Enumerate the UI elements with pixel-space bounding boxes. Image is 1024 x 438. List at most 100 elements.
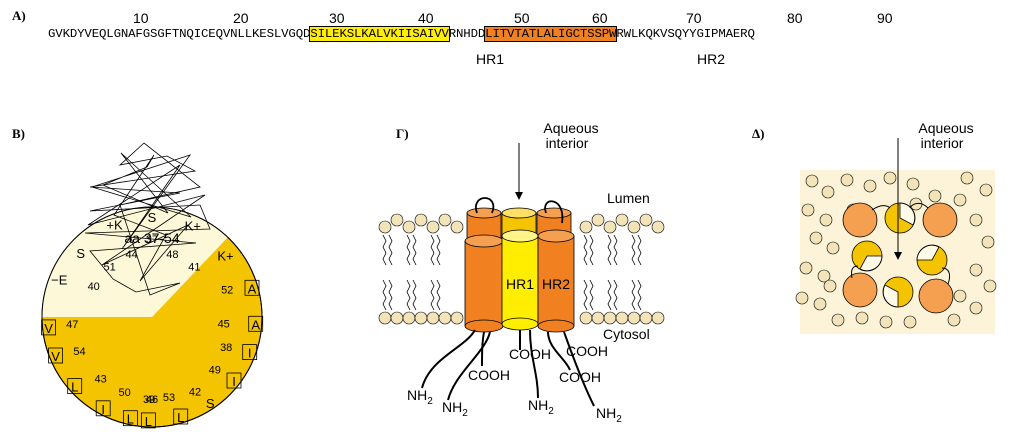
cytosol-label: Cytosol bbox=[603, 326, 650, 342]
wheel-position-53: 53 bbox=[163, 392, 175, 404]
wheel-residue-box-49 bbox=[226, 372, 242, 389]
wheel-residue-39: L bbox=[127, 412, 134, 427]
wheel-residue-box-39 bbox=[123, 410, 138, 427]
helix-hr1 bbox=[501, 229, 539, 331]
tick-20: 20 bbox=[233, 10, 249, 26]
hr2-helix-label: HR2 bbox=[542, 276, 570, 292]
wheel-residue-box-53 bbox=[173, 408, 189, 425]
wheel-residue-45: A bbox=[251, 317, 260, 332]
tick-40: 40 bbox=[418, 10, 434, 26]
wheel-residue-46: L bbox=[145, 414, 152, 429]
wheel-position-54: 54 bbox=[73, 346, 85, 358]
wheel-position-50: 50 bbox=[118, 387, 130, 399]
wheel-position-47: 47 bbox=[66, 319, 78, 331]
wheel-residue-box-45 bbox=[248, 315, 264, 332]
aqueous-word-g: Aqueous bbox=[543, 120, 598, 136]
protein-sequence: GVKDYVEQLGNAFGSGFTNQICEQVNLLKESLVGQDSILE… bbox=[48, 26, 755, 42]
wheel-star-lines bbox=[87, 152, 206, 282]
wheel-star-path bbox=[84, 142, 211, 296]
lipid-tails bbox=[382, 234, 642, 311]
outer-helix-3 bbox=[842, 272, 878, 308]
tick-30: 30 bbox=[329, 10, 345, 26]
cooh-label-1: COOH bbox=[509, 346, 551, 362]
nh2-label-4: NH2 bbox=[596, 405, 622, 425]
tick-70: 70 bbox=[686, 10, 702, 26]
outer-helix-2 bbox=[922, 202, 958, 238]
loop-top-right bbox=[544, 200, 564, 224]
wheel-position-38: 38 bbox=[220, 342, 232, 354]
nh2-label-1: NH2 bbox=[407, 387, 433, 407]
helix-left bbox=[464, 234, 504, 333]
wheel-residue-box-38 bbox=[242, 344, 258, 361]
sequence-segment-c-term: RWLKQKVSQYYGIPMAERQ bbox=[616, 27, 755, 41]
wheel-position-37: 37 bbox=[146, 234, 158, 246]
helix-hr2 bbox=[537, 229, 575, 333]
wheel-position-49: 49 bbox=[209, 365, 221, 377]
wheel-position-44: 44 bbox=[125, 249, 137, 261]
sequence-segment-hr1: SILEKSLKALVKIISAIVV bbox=[309, 26, 450, 42]
wheel-residue-51: S bbox=[76, 246, 85, 261]
wheel-position-40: 40 bbox=[88, 281, 100, 293]
wheel-residue-box-52 bbox=[244, 279, 260, 296]
helix-cross-sections bbox=[842, 202, 958, 314]
tick-50: 50 bbox=[514, 10, 530, 26]
lipid-molecules bbox=[795, 171, 997, 329]
wheel-position-52: 52 bbox=[221, 285, 233, 297]
tick-90: 90 bbox=[877, 10, 893, 26]
wheel-residue-54: V bbox=[51, 349, 60, 364]
panel-b-label: B) bbox=[12, 126, 25, 141]
wheel-residue-41: K+ bbox=[217, 248, 233, 263]
lumen-label: Lumen bbox=[607, 190, 650, 206]
lipid-heads-top bbox=[378, 213, 665, 234]
wheel-position-43: 43 bbox=[94, 373, 106, 385]
wheel-residue-42: S bbox=[206, 396, 215, 411]
wheel-position-46: 46 bbox=[146, 394, 158, 406]
tick-60: 60 bbox=[592, 10, 608, 26]
outer-helix-1 bbox=[842, 202, 878, 238]
termini-strands bbox=[421, 329, 595, 407]
lipid-heads-bottom bbox=[378, 311, 665, 325]
wheel-residue-box-50 bbox=[95, 400, 111, 417]
loop-top-left bbox=[475, 197, 495, 214]
wheel-residue-44: +K bbox=[106, 217, 123, 232]
wheel-position-51: 51 bbox=[103, 261, 115, 273]
wheel-residue-47: V bbox=[44, 321, 53, 336]
wheel-residue-box-54 bbox=[48, 347, 64, 364]
nh2-label-2: NH2 bbox=[442, 399, 468, 419]
tick-80: 80 bbox=[787, 10, 803, 26]
wheel-residue-box-47 bbox=[41, 319, 57, 336]
wheel-residue-49: I bbox=[232, 374, 236, 389]
outer-helix-4 bbox=[918, 278, 954, 314]
nh2-label-3: NH2 bbox=[528, 397, 554, 417]
wheel-position-42: 42 bbox=[189, 387, 201, 399]
wheel-residue-38: I bbox=[248, 346, 252, 361]
wheel-residue-37: S bbox=[148, 210, 157, 225]
cooh-label-2: COOH bbox=[566, 343, 608, 359]
wheel-residue-50: I bbox=[101, 402, 105, 417]
membrane-bilayer bbox=[378, 213, 665, 325]
wheel-position-48: 48 bbox=[166, 249, 178, 261]
sequence-segment-n-term: GVKDYVEQLGNAFGSGFTNQICEQVNLLKESLVGQD bbox=[48, 27, 311, 41]
cooh-label-3: COOH bbox=[468, 367, 510, 383]
wheel-residue-box-46 bbox=[141, 412, 156, 429]
panel-g-label: Γ) bbox=[396, 126, 409, 141]
helix-connectors bbox=[851, 202, 951, 285]
wheel-residue-43: L bbox=[71, 380, 78, 395]
wheel-residue-53: L bbox=[177, 410, 184, 425]
cooh-label-4: COOH bbox=[559, 369, 601, 385]
panel-a-label: A) bbox=[12, 8, 26, 23]
wheel-position-41: 41 bbox=[188, 261, 200, 273]
tick-10: 10 bbox=[133, 10, 149, 26]
sequence-segment-hr2: LITVTATLALIGCTSSPW bbox=[484, 26, 618, 42]
hr1-helix-label: HR1 bbox=[506, 276, 534, 292]
wheel-residue-box-43 bbox=[67, 378, 83, 395]
wheel-center-label: aa 37-54 bbox=[124, 230, 179, 246]
sequence-segment-linker: RNHDD bbox=[448, 27, 486, 41]
wheel-position-45: 45 bbox=[218, 318, 230, 330]
wheel-residue-40: −E bbox=[51, 273, 68, 288]
